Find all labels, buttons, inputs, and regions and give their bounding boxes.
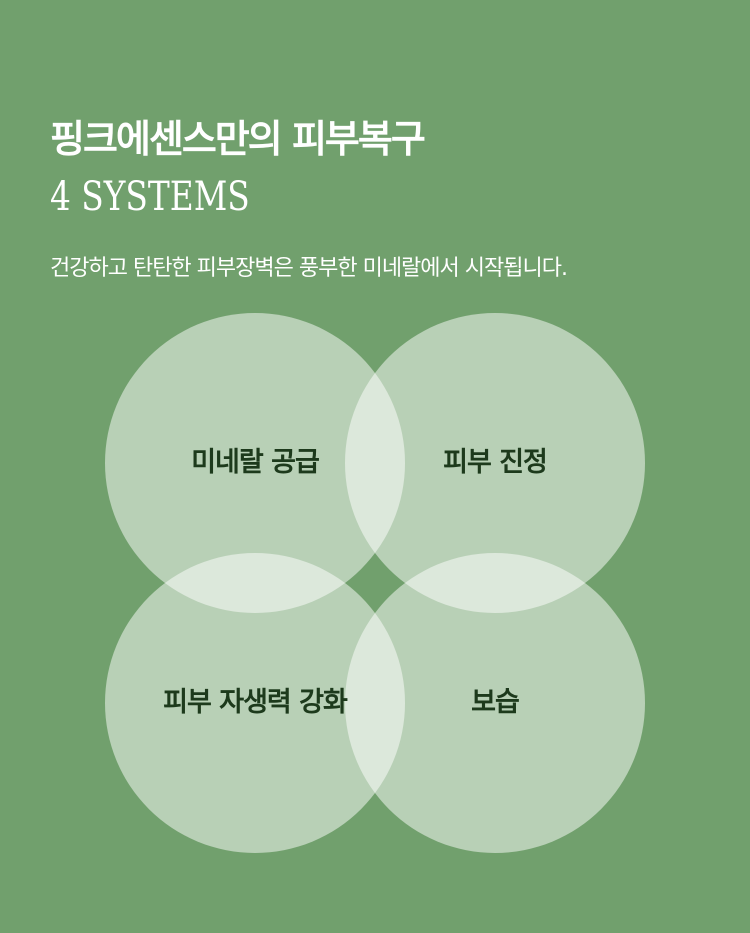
page-description: 건강하고 탄탄한 피부장벽은 풍부한 미네랄에서 시작됩니다. (50, 256, 568, 281)
circle-moisture (345, 553, 645, 853)
page-title: 핑크에센스만의 피부복구 (50, 117, 426, 161)
page-subtitle: 4 SYSTEMS (50, 174, 250, 220)
system-label-moisture: 보습 (471, 687, 520, 718)
system-label-soothing: 피부 진정 (443, 447, 548, 478)
system-label-mineral: 미네랄 공급 (191, 447, 320, 478)
system-label-regeneration: 피부 자생력 강화 (163, 687, 348, 718)
